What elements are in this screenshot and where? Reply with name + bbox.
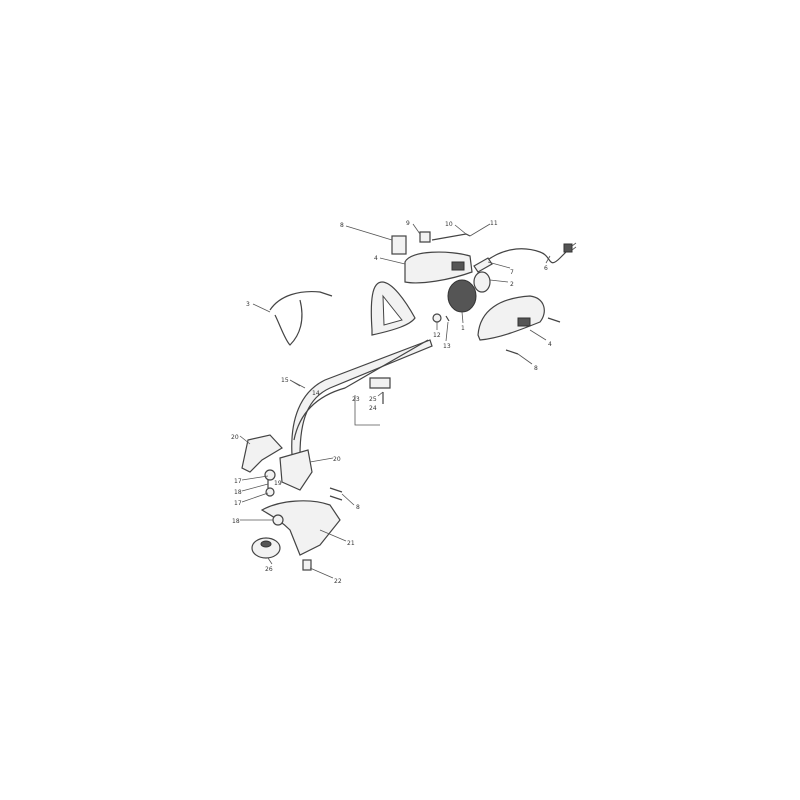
callout: 13 (443, 343, 451, 350)
callout: 8 (356, 504, 360, 511)
callout: 19 (274, 480, 282, 487)
line-cutter (302, 559, 312, 571)
housing-vent (451, 261, 465, 271)
callout: 8 (340, 222, 344, 229)
leader-lines (239, 223, 551, 579)
callout: 24 (369, 405, 377, 412)
callout: 18 (234, 489, 242, 496)
shaft-clamp (369, 377, 391, 389)
motor-fan (473, 271, 491, 293)
callout: 23 (352, 396, 360, 403)
callout: 14 (312, 390, 320, 397)
callout: 3 (246, 301, 250, 308)
pin (445, 315, 450, 322)
shaft (291, 339, 433, 456)
motor-housing-right (477, 295, 545, 341)
callout: 8 (534, 365, 538, 372)
screw (505, 349, 519, 355)
gear-cover (279, 449, 313, 491)
callout: 22 (334, 578, 342, 585)
callout: 1 (461, 325, 465, 332)
callout: 12 (433, 332, 441, 339)
switch-plate (391, 235, 407, 255)
callout: 18 (232, 518, 240, 525)
washer (265, 487, 275, 497)
gear-head (241, 434, 283, 473)
callout: 4 (374, 255, 378, 262)
motor-housing-left (404, 251, 473, 284)
switch-wire (431, 233, 471, 241)
screw (329, 487, 343, 501)
callouts: 8 9 10 11 6 7 2 4 3 1 4 12 13 8 15 14 23… (231, 220, 552, 585)
nut (432, 313, 442, 323)
spool-washer (272, 514, 284, 526)
callout: 11 (490, 220, 498, 227)
drive-cable (293, 339, 429, 441)
guard (260, 500, 341, 556)
shoulder-strap (269, 290, 333, 346)
callout: 20 (231, 434, 239, 441)
callout: 17 (234, 478, 242, 485)
callout: 17 (234, 500, 242, 507)
spool (251, 537, 281, 559)
screw (547, 317, 561, 323)
callout: 20 (333, 456, 341, 463)
callout: 25 (369, 396, 377, 403)
callout: 10 (445, 221, 453, 228)
callout: 2 (510, 281, 514, 288)
switch (419, 231, 431, 243)
power-cord (473, 242, 577, 273)
washer (264, 469, 276, 481)
callout: 9 (406, 220, 410, 227)
motor (447, 279, 477, 313)
callout: 7 (510, 269, 514, 276)
callout: 4 (548, 341, 552, 348)
callout: 15 (281, 377, 289, 384)
callout: 26 (265, 566, 273, 573)
callout: 21 (347, 540, 355, 547)
callout: 6 (544, 265, 548, 272)
